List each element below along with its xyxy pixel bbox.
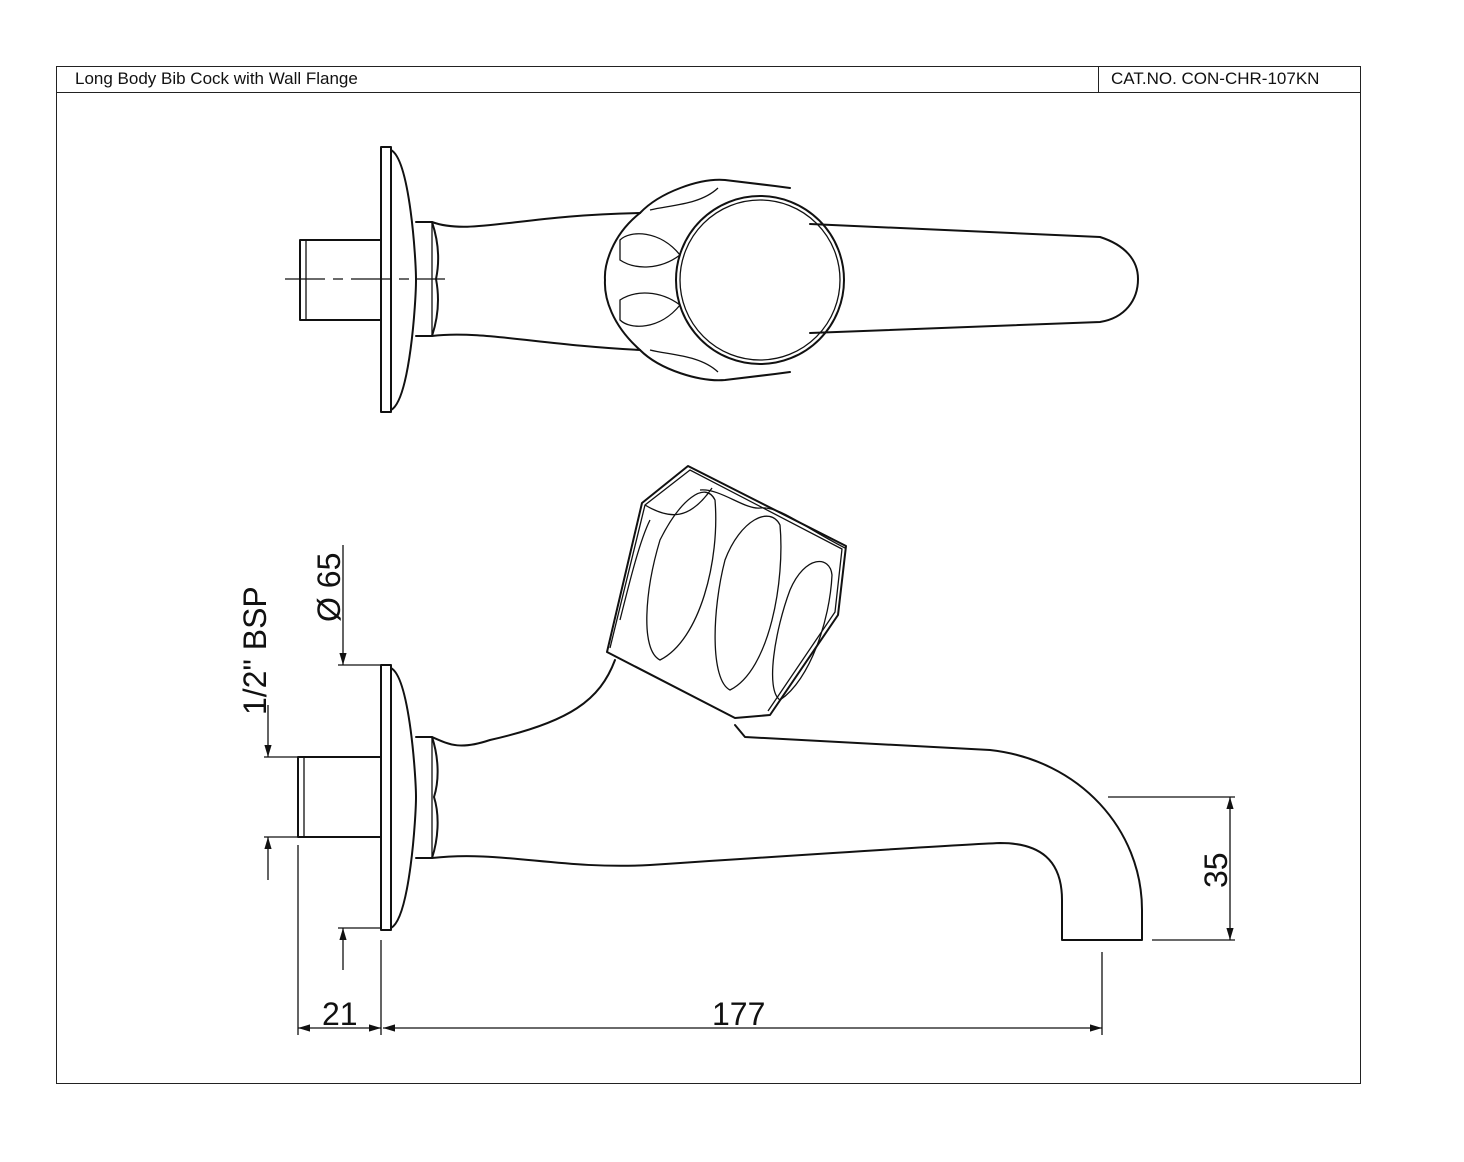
dimension-lines <box>264 545 1235 1035</box>
dimension-labels: 1/2" BSP Ø 65 35 21 177 <box>237 553 1234 1032</box>
side-flange <box>380 664 417 931</box>
side-body <box>415 659 1143 941</box>
side-handle <box>606 465 847 719</box>
drawing-title: Long Body Bib Cock with Wall Flange <box>75 69 358 88</box>
thread-length-label: 21 <box>322 996 358 1032</box>
projection-label: 177 <box>712 996 765 1032</box>
thread-size-label: 1/2" BSP <box>237 586 273 715</box>
top-handle <box>603 178 845 382</box>
catalog-box: CAT.NO. CON-CHR-107KN <box>1098 67 1360 92</box>
side-thread <box>297 756 382 838</box>
catalog-number: CAT.NO. CON-CHR-107KN <box>1111 69 1320 88</box>
top-view <box>285 146 1139 413</box>
drawing-sheet: Long Body Bib Cock with Wall Flange CAT.… <box>56 66 1361 1084</box>
flange-diameter-label: Ø 65 <box>311 553 347 622</box>
side-view <box>297 465 1143 941</box>
spout-drop-label: 35 <box>1198 852 1234 888</box>
top-thread <box>285 239 445 321</box>
title-block: Long Body Bib Cock with Wall Flange CAT.… <box>57 67 1360 93</box>
top-body <box>415 212 1139 351</box>
